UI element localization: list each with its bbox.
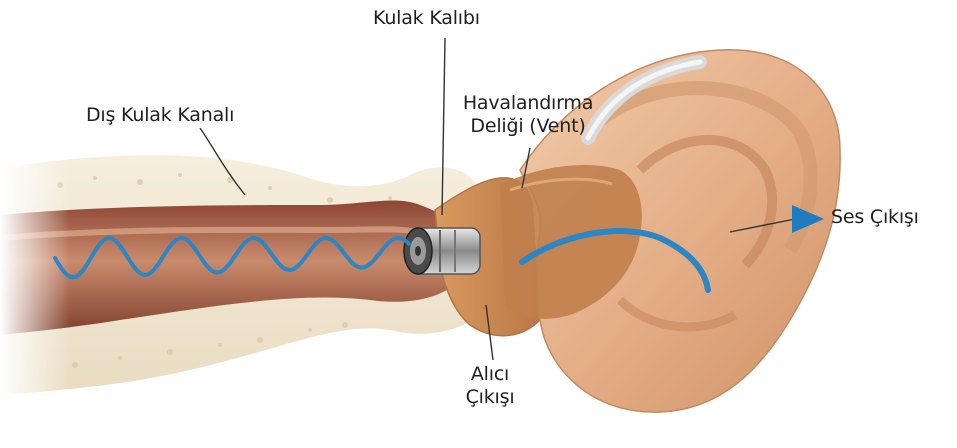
- label-receiver-line1: Alıcı: [440, 363, 540, 386]
- label-sound-output: Ses Çıkışı: [831, 206, 919, 229]
- receiver-metal: [404, 228, 480, 274]
- label-vent-line1: Havalandırma: [458, 92, 598, 115]
- label-vent: Havalandırma Deliği (Vent): [458, 92, 598, 138]
- label-receiver-line2: Çıkışı: [440, 386, 540, 409]
- label-receiver-output: Alıcı Çıkışı: [440, 363, 540, 409]
- label-vent-line2: Deliği (Vent): [458, 115, 598, 138]
- label-ear-mold: Kulak Kalıbı: [373, 7, 480, 30]
- label-outer-ear-canal: Dış Kulak Kanalı: [86, 104, 234, 127]
